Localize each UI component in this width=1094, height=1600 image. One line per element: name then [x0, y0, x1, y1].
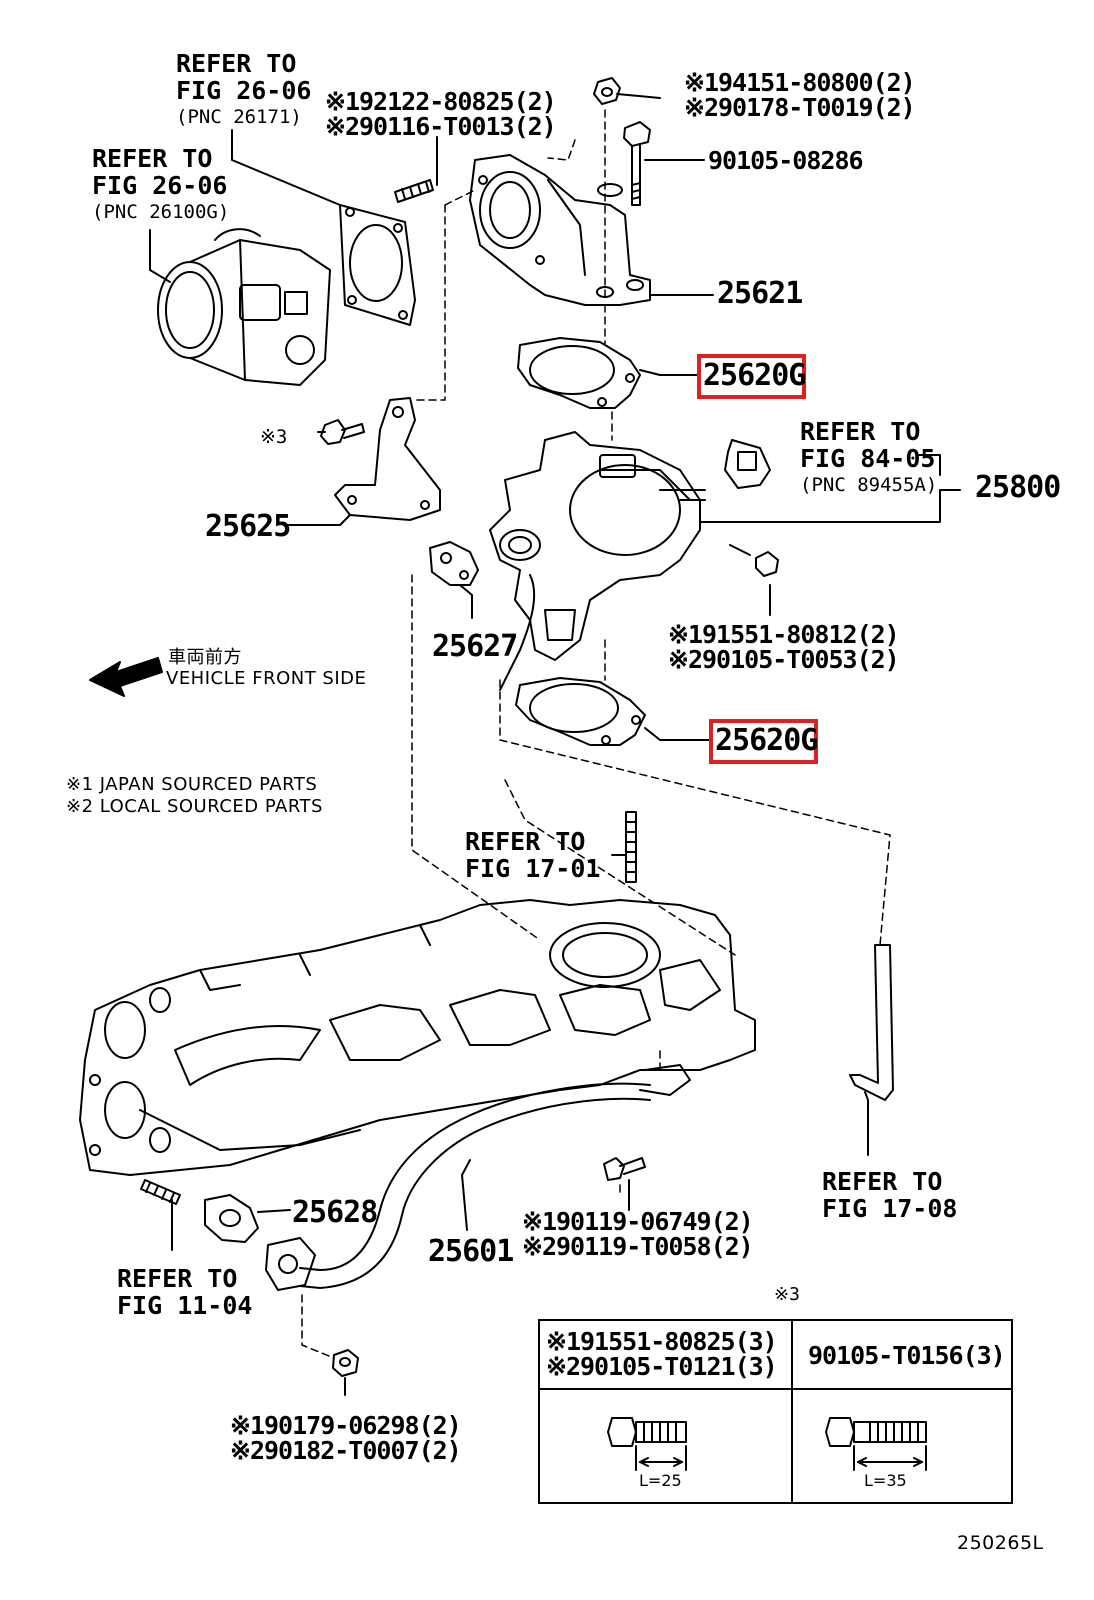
- ref-fig-11-04: REFER TO FIG 11-04: [117, 1265, 252, 1319]
- top-nut: [593, 77, 621, 105]
- ref-pnc: (PNC 26100G): [92, 201, 230, 223]
- egr-adapter-25621: [469, 154, 651, 306]
- table-left-codes: ※191551-80825(3) ※290105-T0121(3): [546, 1327, 778, 1381]
- highlight-25620g-top: [697, 354, 806, 399]
- part-25625: 25625: [205, 509, 291, 544]
- ref-fig-26-06-throttle: REFER TO FIG 26-06 (PNC 26100G): [92, 145, 229, 226]
- fastener-length-table: ※191551-80825(3) ※290105-T0121(3) 90105-…: [538, 1319, 1013, 1504]
- note-local-sourced: ※2 LOCAL SOURCED PARTS: [66, 796, 323, 817]
- vacuum-hose: [849, 944, 894, 1101]
- table-left-code-2: ※290105-T0121(3): [546, 1352, 778, 1381]
- ref-line1: REFER TO: [176, 49, 297, 78]
- table-divider-vertical: [791, 1321, 793, 1502]
- ref-fig-17-01: REFER TO FIG 17-01: [465, 828, 600, 882]
- stud-code-2: ※290116-T0013(2): [325, 112, 557, 141]
- nut-code-1: ※194151-80800(2): [684, 68, 916, 97]
- table-right-length: L=35: [864, 1471, 907, 1490]
- ref-fig-17-08: REFER TO FIG 17-08: [822, 1168, 957, 1222]
- part-25620g-top: 25620G: [703, 358, 806, 393]
- highlight-25620g-bottom: [709, 719, 818, 764]
- nut-codes: ※194151-80800(2) ※290178-T0019(2): [684, 68, 916, 122]
- ref-line2: FIG 26-06: [92, 171, 228, 200]
- ref-line1: REFER TO: [800, 417, 921, 446]
- ref-line1: REFER TO: [92, 144, 213, 173]
- bolt-mark3: [320, 419, 365, 445]
- part-25621: 25621: [717, 276, 803, 311]
- ref-fig-26-06-gasket: REFER TO FIG 26-06 (PNC 26171): [176, 50, 311, 131]
- egr-bolt-code-1: ※191551-80812(2): [668, 620, 900, 649]
- assembly-lines: [301, 109, 891, 1359]
- table-right-code: 90105-T0156(3): [808, 1341, 1006, 1370]
- stud-bolt: [394, 179, 434, 203]
- ref-line1: REFER TO: [822, 1167, 943, 1196]
- table-mark3: ※3: [774, 1284, 800, 1305]
- stud-code-1: ※192122-80825(2): [325, 87, 557, 116]
- note-japan-sourced: ※1 JAPAN SOURCED PARTS: [66, 774, 318, 795]
- table-left-length: L=25: [639, 1471, 682, 1490]
- gasket-top: [517, 337, 641, 409]
- part-25627: 25627: [432, 629, 518, 664]
- gasket-bottom: [515, 677, 646, 746]
- table-bolt-right: [825, 1417, 927, 1471]
- illustration-code: 250265L: [957, 1532, 1044, 1554]
- ref-pnc: (PNC 89455A): [800, 474, 938, 496]
- gasket-25627: [429, 541, 479, 586]
- ref-fig-84-05: REFER TO FIG 84-05 (PNC 89455A): [800, 418, 937, 499]
- bottom-nut-codes: ※190179-06298(2) ※290182-T0007(2): [230, 1411, 462, 1465]
- table-divider-horizontal: [540, 1388, 1011, 1390]
- nut-code-2: ※290178-T0019(2): [684, 93, 916, 122]
- mark3-label: ※3: [260, 426, 288, 448]
- part-25620g-bottom: 25620G: [715, 723, 818, 758]
- leader-lines: [149, 93, 961, 1396]
- ref-line1: REFER TO: [117, 1264, 238, 1293]
- front-arrow: [89, 657, 163, 697]
- long-bolt: [623, 121, 651, 206]
- gasket-25628: [204, 1194, 259, 1243]
- pipe-bolt-codes: ※190119-06749(2) ※290119-T0058(2): [522, 1207, 754, 1261]
- head-stud: [140, 1179, 181, 1205]
- egr-bolt: [729, 544, 779, 577]
- ref-line2: FIG 17-08: [822, 1194, 958, 1223]
- throttle-body: [157, 228, 331, 386]
- ref-pnc: (PNC 26171): [176, 106, 302, 128]
- intake-manifold: [79, 899, 756, 1176]
- egr-bolt-code-2: ※290105-T0053(2): [668, 645, 900, 674]
- ref-line2: FIG 17-01: [465, 854, 601, 883]
- ref-line2: FIG 26-06: [176, 76, 312, 105]
- position-sensor: [724, 439, 771, 489]
- bracket-25625: [334, 397, 441, 521]
- egr-valve-25800: [489, 431, 706, 691]
- egr-bolt-codes: ※191551-80812(2) ※290105-T0053(2): [668, 620, 900, 674]
- part-90105-08286: 90105-08286: [708, 146, 864, 175]
- pipe-bolt: [603, 1157, 646, 1181]
- ref-line2: FIG 84-05: [800, 444, 936, 473]
- part-25601: 25601: [428, 1234, 514, 1269]
- ref-line2: FIG 11-04: [117, 1291, 253, 1320]
- part-25628: 25628: [292, 1195, 378, 1230]
- stud-codes: ※192122-80825(2) ※290116-T0013(2): [325, 87, 557, 141]
- pipe-bolt-code-1: ※190119-06749(2): [522, 1207, 754, 1236]
- bottom-nut-code-2: ※290182-T0007(2): [230, 1436, 462, 1465]
- ref-line1: REFER TO: [465, 827, 586, 856]
- table-bolt-left: [607, 1417, 687, 1471]
- front-direction-en: VEHICLE FRONT SIDE: [166, 668, 367, 689]
- part-25800: 25800: [975, 470, 1061, 505]
- throttle-gasket: [339, 204, 416, 326]
- manifold-stud: [625, 811, 637, 883]
- bottom-nut: [332, 1349, 359, 1377]
- bottom-nut-code-1: ※190179-06298(2): [230, 1411, 462, 1440]
- front-direction-jp: 車両前方: [168, 647, 242, 668]
- egr-pipe-25601: [265, 1064, 691, 1291]
- table-left-code-1: ※191551-80825(3): [546, 1327, 778, 1356]
- pipe-bolt-code-2: ※290119-T0058(2): [522, 1232, 754, 1261]
